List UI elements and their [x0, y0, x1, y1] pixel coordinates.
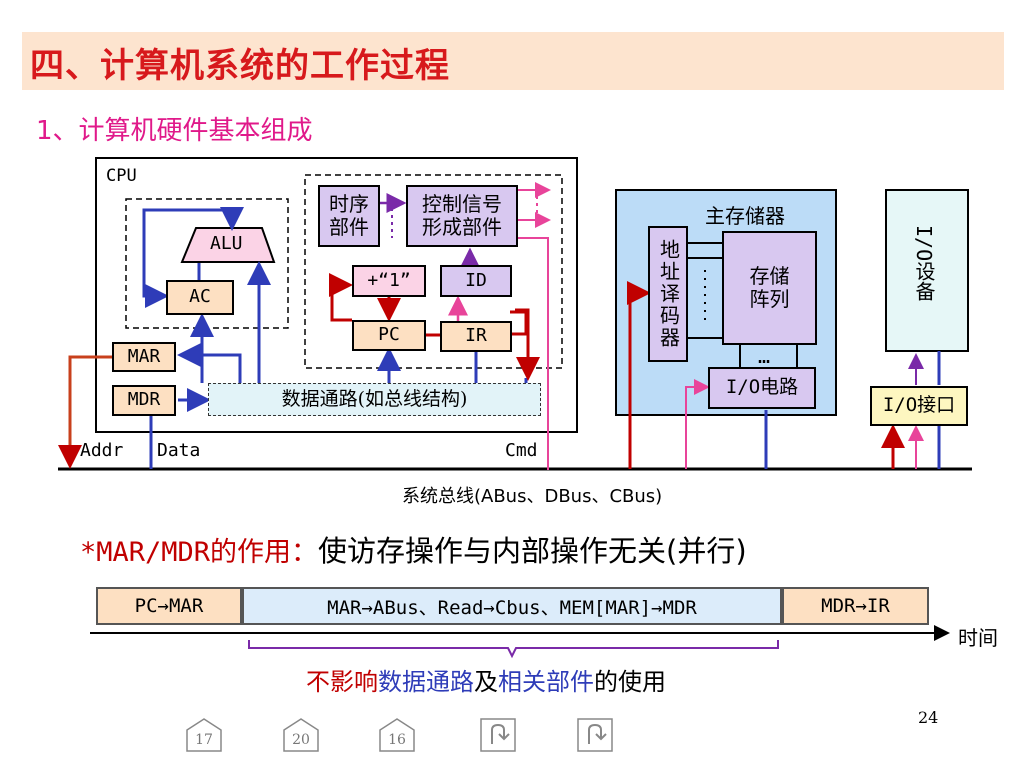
ir-register: IR: [440, 321, 512, 352]
page-number: 24: [918, 708, 939, 727]
section-subtitle: 1、计算机硬件基本组成: [36, 116, 313, 146]
title-banner: [22, 32, 1004, 90]
storage-line2: 阵列: [749, 287, 790, 311]
cmd-label: Cmd: [505, 440, 538, 461]
datapath: 数据通路(如总线结构): [208, 383, 541, 416]
storage-array: 存储 阵列: [722, 231, 817, 345]
nav-label-20: 20: [292, 732, 310, 748]
io-device-frame: [885, 189, 969, 352]
nav-button-17[interactable]: 17: [184, 716, 224, 754]
mar-mdr-note: *MAR/MDR的作用：使访存操作与内部操作无关(并行): [80, 528, 747, 570]
system-bus-label: 系统总线(ABus、DBus、CBus): [402, 486, 663, 507]
timeline-step-1: PC→MAR: [96, 587, 242, 625]
nav-button-16[interactable]: 16: [377, 716, 417, 754]
control-signal-unit: 控制信号 形成部件: [406, 185, 518, 247]
nav-button-20[interactable]: 20: [281, 716, 321, 754]
return-icon[interactable]: [478, 716, 518, 754]
main-memory-label: 主存储器: [705, 204, 785, 228]
control-group-frame: [304, 174, 563, 369]
ac-register: AC: [166, 280, 234, 315]
io-circuit: I/O电路: [708, 367, 816, 409]
mar-register: MAR: [112, 342, 176, 372]
cpu-label: CPU: [106, 166, 137, 186]
nav-label-16: 16: [388, 732, 406, 748]
timing-line2: 部件: [329, 215, 369, 239]
timing-line1: 时序: [329, 192, 369, 216]
time-axis-label: 时间: [958, 626, 998, 650]
caption-blue-1: 数据通路: [378, 668, 474, 696]
caption-red: 不影响: [306, 668, 378, 696]
address-decoder: 地址译码器: [648, 226, 688, 362]
caption-blue-2: 相关部件: [498, 668, 594, 696]
instruction-decoder: ID: [440, 265, 512, 297]
control-line1: 控制信号: [422, 192, 502, 216]
timeline-step-3: MDR→IR: [782, 587, 929, 625]
storage-line1: 存储: [749, 264, 790, 288]
io-device-label: I/O设备: [912, 225, 936, 302]
timeline-step-2: MAR→ABus、Read→Cbus、MEM[MAR]→MDR: [242, 587, 782, 625]
mdr-register: MDR: [112, 385, 176, 416]
note-prefix: *MAR/MDR的作用：: [80, 537, 319, 568]
back-icon[interactable]: [575, 716, 615, 754]
brace-caption: 不影响数据通路及相关部件的使用: [306, 662, 666, 697]
nav-label-17: 17: [195, 732, 213, 748]
note-text: 使访存操作与内部操作无关(并行): [318, 534, 747, 568]
brace: [248, 640, 779, 659]
io-interface: I/O接口: [870, 386, 968, 426]
pc-register: PC: [352, 320, 426, 351]
increment-unit: +“1”: [352, 265, 426, 297]
timing-unit: 时序 部件: [318, 185, 380, 247]
addr-label: Addr: [80, 440, 124, 461]
alu-label: ALU: [210, 233, 243, 254]
caption-mid: 及: [474, 668, 498, 696]
caption-end: 的使用: [594, 668, 666, 696]
control-line2: 形成部件: [422, 215, 502, 239]
page-title: 四、计算机系统的工作过程: [30, 46, 450, 86]
data-label: Data: [157, 440, 201, 461]
memory-ellipsis: …: [758, 344, 771, 368]
